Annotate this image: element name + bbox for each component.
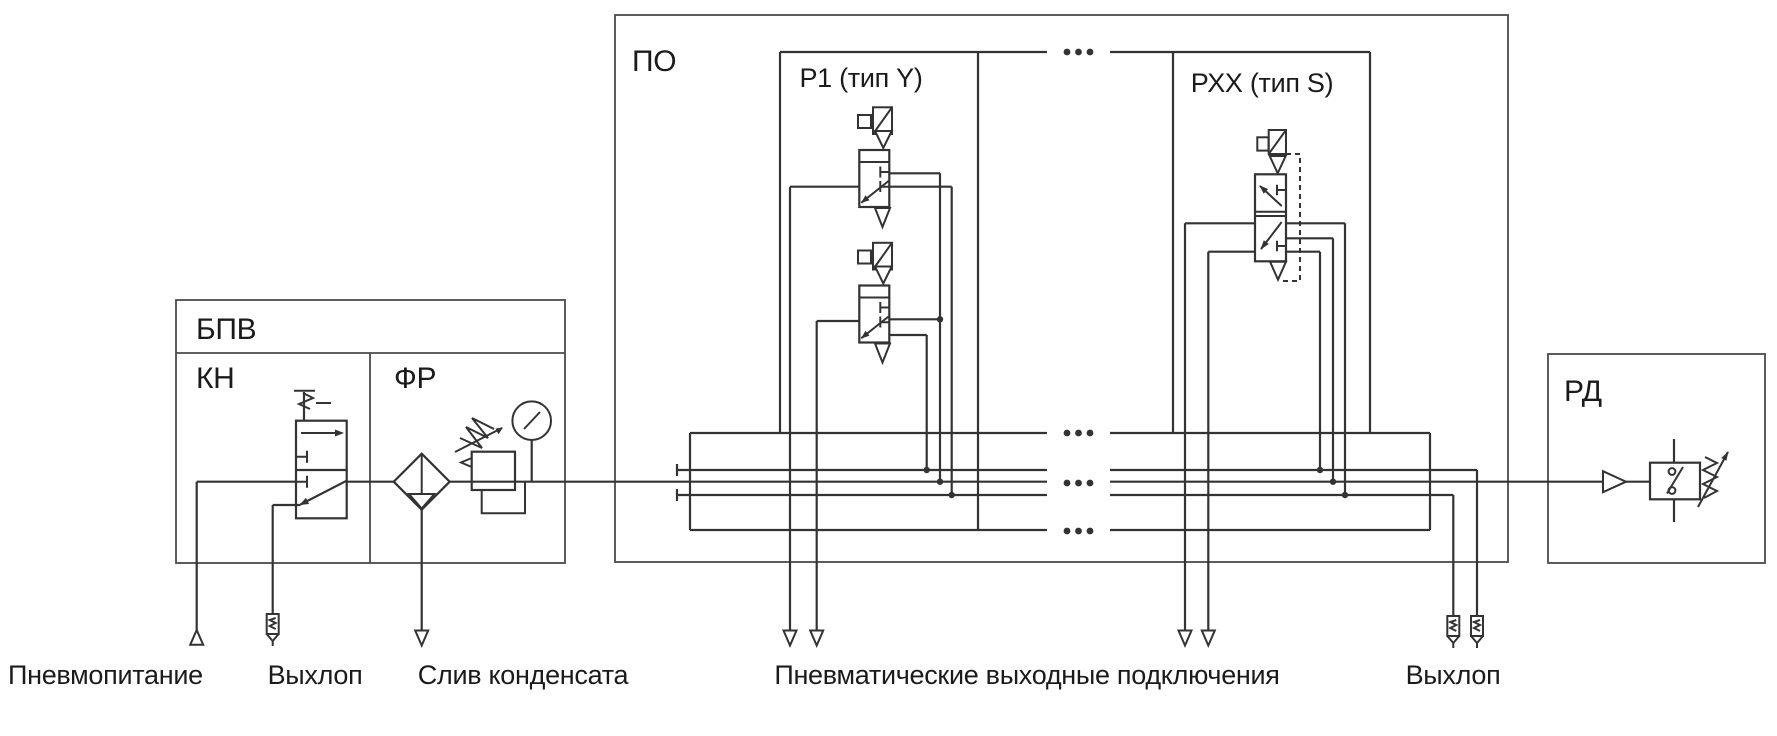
bpv-label: БПВ	[196, 313, 256, 346]
bpv-block: БПВ КН ФР	[175, 299, 566, 564]
regulator-symbol	[454, 417, 526, 515]
pressure-gauge-icon	[511, 400, 553, 482]
p1-valve-group: Р1 (тип Y)	[778, 50, 1370, 530]
rxx-label: РХХ (тип S)	[1191, 68, 1334, 98]
supply-port-icon	[188, 627, 205, 646]
rxx-connections	[1183, 222, 1349, 630]
po-block: ПО	[614, 14, 1509, 563]
fr-label: ФР	[394, 362, 436, 395]
condensate-drain-icon	[413, 629, 430, 649]
condensate-label: Слив конденсата	[418, 660, 630, 690]
exhaust-right-label: Выхлоп	[1406, 660, 1501, 690]
muffler-icon-right-2	[1470, 615, 1484, 648]
kn-label: КН	[196, 362, 235, 395]
kn-valve-symbol	[294, 389, 348, 520]
continuation-dots	[1063, 48, 1094, 535]
p1-valve-2	[856, 241, 894, 364]
rxx-valve-group: РХХ (тип S)	[1171, 52, 1372, 433]
muffler-icon-left	[265, 613, 280, 646]
output-arrow-icons	[781, 629, 1217, 649]
filter-symbol	[392, 452, 452, 512]
rxx-valve-symbol	[1253, 129, 1301, 283]
p1-connections	[788, 172, 955, 630]
rd-pressure-switch-symbol	[1602, 439, 1729, 522]
supply-label: Пневмопитание	[8, 660, 203, 690]
manifold	[675, 431, 1479, 616]
supply-line	[195, 480, 1603, 630]
rd-label: РД	[1564, 375, 1602, 408]
p1-label: Р1 (тип Y)	[799, 63, 922, 93]
rd-block: РД	[1547, 353, 1766, 564]
outputs-label: Пневматические выходные подключения	[774, 660, 1279, 690]
exhaust-left-label: Выхлоп	[268, 660, 363, 690]
port-labels: Пневмопитание Выхлоп Слив конденсата Пне…	[8, 660, 1501, 690]
muffler-icon-right-1	[1446, 615, 1461, 648]
p1-valve-1	[856, 106, 894, 229]
po-label: ПО	[632, 45, 676, 78]
